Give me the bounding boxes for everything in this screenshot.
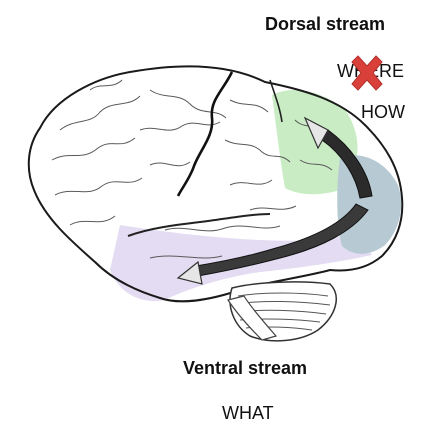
- dorsal-stream-arrow: [303, 116, 373, 199]
- ventral-stream-title: Ventral stream: [183, 358, 308, 378]
- x-mark-icon: [351, 55, 383, 91]
- dorsal-stream-title: Dorsal stream: [265, 14, 386, 34]
- dorsal-region: [272, 90, 358, 195]
- brainstem: [227, 295, 278, 341]
- lateral-sulcus: [127, 213, 271, 237]
- brain-outline: [27, 65, 404, 303]
- what-label: WHAT: [222, 403, 274, 423]
- ventral-stream-arrow: [176, 203, 369, 285]
- how-label: HOW: [361, 102, 405, 122]
- occipital-region: [337, 155, 402, 254]
- central-sulcus: [176, 71, 234, 197]
- parieto-occipital-sulcus: [269, 79, 283, 123]
